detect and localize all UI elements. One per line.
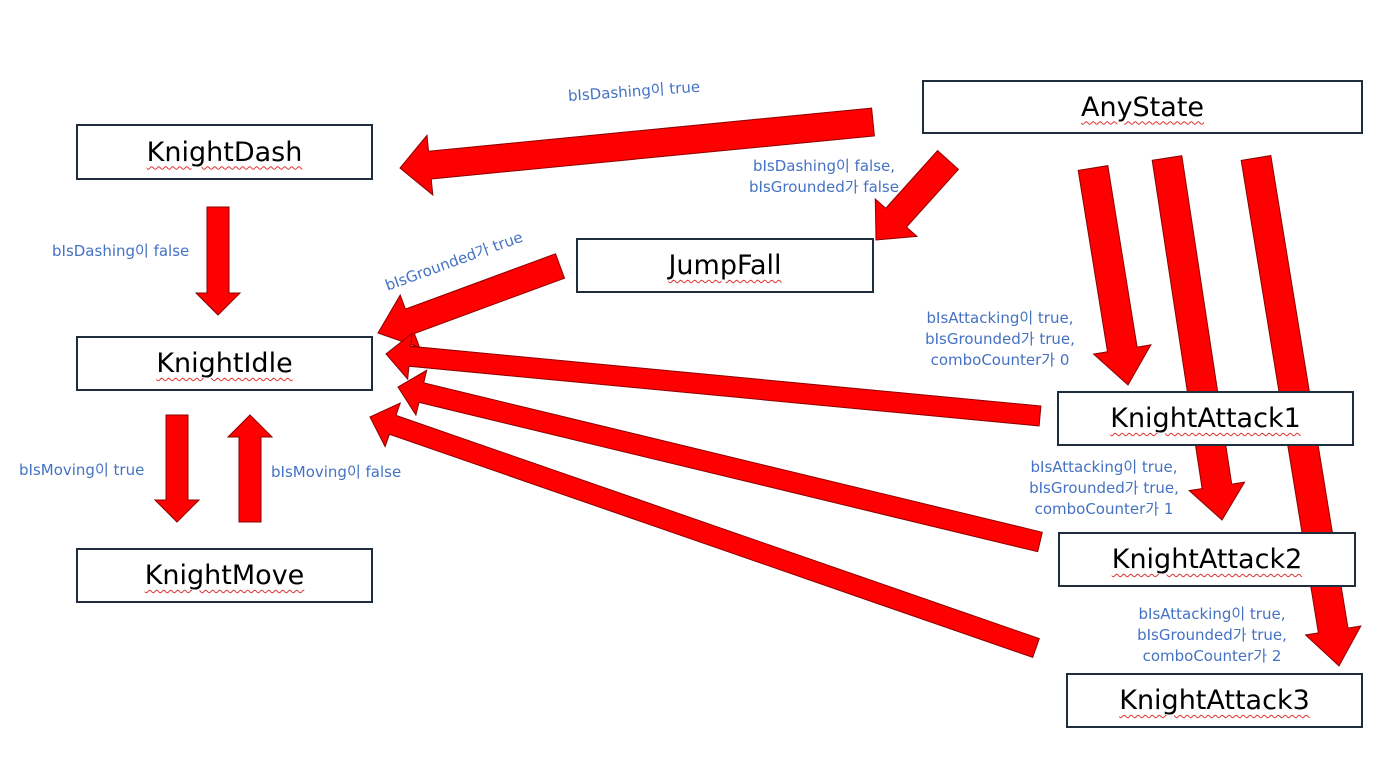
label-dash-to-idle: bIsDashing이 false <box>52 241 189 262</box>
label-line: comboCounter가 1 <box>1034 500 1174 518</box>
arrow-attack1-to-idle <box>385 332 1042 427</box>
label-line: bIsMoving이 true <box>19 461 145 479</box>
label-line: comboCounter가 2 <box>1142 647 1282 665</box>
label-line: bIsDashing이 false, <box>752 157 896 175</box>
state-knightattack1: KnightAttack1 <box>1057 391 1354 446</box>
label-any-to-attack3: bIsAttacking이 true, bIsGrounded가 true, c… <box>1124 604 1300 667</box>
state-anystate-label: AnyState <box>1080 91 1205 123</box>
arrow-jumpfall-to-idle <box>377 253 566 349</box>
label-any-to-attack2: bIsAttacking이 true, bIsGrounded가 true, c… <box>1016 457 1192 520</box>
arrow-any-to-jumpfall <box>874 149 960 241</box>
label-line: bIsMoving이 false <box>271 463 402 481</box>
label-line: bIsAttacking이 true, <box>926 309 1074 327</box>
label-move-to-idle: bIsMoving이 false <box>271 462 401 483</box>
label-any-to-jumpfall: bIsDashing이 false, bIsGrounded가 false <box>738 156 910 198</box>
arrow-move-to-idle <box>226 414 274 523</box>
label-line: comboCounter가 0 <box>930 351 1070 369</box>
arrow-attack3-to-idle <box>369 402 1040 659</box>
label-line: bIsGrounded가 false <box>749 178 899 196</box>
arrow-any-to-attack1 <box>1077 165 1152 386</box>
state-knightattack2: KnightAttack2 <box>1058 532 1356 587</box>
state-knightidle-label: KnightIdle <box>156 348 293 379</box>
label-line: bIsGrounded가 true, <box>1137 626 1287 644</box>
arrow-dash-to-idle <box>194 206 242 316</box>
state-knightmove: KnightMove <box>76 548 373 603</box>
label-line: bIsDashing이 false <box>52 242 190 260</box>
label-any-to-attack1: bIsAttacking이 true, bIsGrounded가 true, c… <box>912 308 1088 371</box>
state-knightattack3: KnightAttack3 <box>1066 673 1363 728</box>
label-line: bIsAttacking이 true, <box>1138 605 1286 623</box>
state-knightattack3-label: KnightAttack3 <box>1119 685 1310 716</box>
arrow-any-to-dash <box>399 107 875 197</box>
state-knightattack2-label: KnightAttack2 <box>1111 544 1303 575</box>
state-anystate: AnyState <box>922 80 1363 134</box>
state-knightattack1-label: KnightAttack1 <box>1110 403 1301 434</box>
label-idle-to-move: bIsMoving이 true <box>19 460 144 481</box>
label-line: bIsAttacking이 true, <box>1030 458 1178 476</box>
arrow-attack2-to-idle <box>397 369 1043 553</box>
state-knightmove-label: KnightMove <box>144 560 305 591</box>
state-knightdash-label: KnightDash <box>146 136 303 168</box>
state-jumpfall: JumpFall <box>576 238 874 293</box>
state-knightdash: KnightDash <box>76 124 373 180</box>
label-line: bIsGrounded가 true, <box>925 330 1075 348</box>
arrow-idle-to-move <box>153 414 201 523</box>
state-knightidle: KnightIdle <box>76 336 373 391</box>
state-jumpfall-label: JumpFall <box>668 250 782 281</box>
label-line: bIsGrounded가 true, <box>1029 479 1179 497</box>
